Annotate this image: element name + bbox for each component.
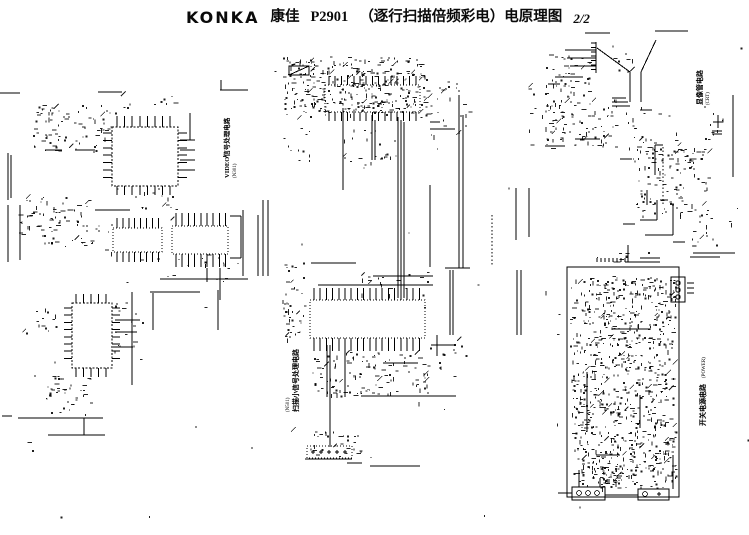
brand-logo: KONKA bbox=[186, 8, 260, 27]
pins-layer bbox=[64, 42, 626, 377]
connector-1 bbox=[571, 486, 606, 501]
labels-layer: VIDEO信号处理电路(N301) 扫描小信号处理电路(N501) 显像管电路(CR… bbox=[222, 69, 711, 426]
top-ic bbox=[324, 84, 421, 113]
qfp2-ic bbox=[71, 302, 113, 369]
video-processing-label-sub: (N301) bbox=[233, 163, 238, 178]
blocks-layer bbox=[71, 65, 686, 501]
power-label: 开关电源电路 bbox=[698, 383, 707, 426]
shapes-layer bbox=[311, 39, 681, 497]
noise-layer bbox=[18, 45, 749, 519]
crt-label: 显像管电路 bbox=[695, 69, 704, 105]
qfp1-ic bbox=[111, 126, 179, 187]
dip2-ic bbox=[171, 225, 229, 255]
model-number: P2901 bbox=[310, 9, 349, 25]
power-label-sub: (POWER) bbox=[702, 357, 707, 378]
power-board bbox=[566, 266, 680, 498]
main-ic bbox=[309, 299, 426, 339]
brand-chinese: 康佳 bbox=[270, 9, 300, 25]
connector-2 bbox=[637, 488, 670, 501]
crt-label-sub: (CRT) bbox=[706, 92, 711, 105]
video-processing-label: VIDEO信号处理电路 bbox=[222, 117, 231, 178]
scan-signal-label: 扫描小信号处理电路 bbox=[291, 348, 300, 412]
title-description: （逐行扫描倍频彩电）电原理图 bbox=[359, 9, 563, 25]
bottom-connector bbox=[306, 445, 353, 459]
page-number: 2/2 bbox=[573, 11, 590, 26]
title-bar: KONKA 康佳 P2901 （逐行扫描倍频彩电）电原理图 2/2 bbox=[186, 9, 590, 27]
small-box bbox=[288, 65, 310, 76]
dip1-ic bbox=[112, 227, 163, 253]
scan-signal-label-sub: (N501) bbox=[286, 397, 291, 412]
wires-layer bbox=[0, 30, 735, 496]
transformer bbox=[670, 276, 686, 303]
